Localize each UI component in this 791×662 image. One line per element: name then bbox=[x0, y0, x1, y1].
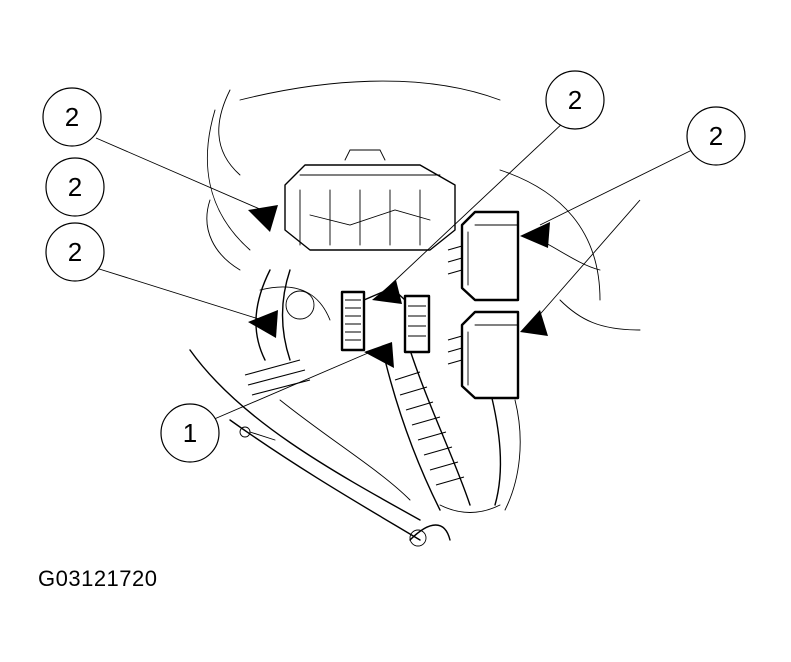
callout-2-top-center: 2 bbox=[545, 70, 605, 130]
callout-label: 1 bbox=[183, 418, 197, 448]
callout-label: 2 bbox=[68, 237, 82, 267]
pointer-arrows bbox=[248, 205, 550, 368]
callout-2-lower-left: 2 bbox=[45, 222, 105, 282]
callout-1-bottom: 1 bbox=[160, 403, 220, 463]
arrow-center-upper bbox=[372, 280, 402, 304]
leader-lines bbox=[95, 120, 693, 421]
callout-label: 2 bbox=[68, 172, 82, 202]
callout-label: 2 bbox=[568, 85, 582, 115]
arrow-lower-left bbox=[248, 310, 278, 338]
arrow-right-lower bbox=[520, 310, 548, 336]
callout-label: 2 bbox=[65, 102, 79, 132]
callout-2-mid-left: 2 bbox=[45, 157, 105, 217]
component-sketch bbox=[189, 80, 641, 547]
arrow-right-upper bbox=[520, 222, 550, 248]
callout-2-top-right: 2 bbox=[686, 106, 746, 166]
figure-code-label: G03121720 bbox=[38, 566, 158, 591]
callout-label: 2 bbox=[709, 121, 723, 151]
arrow-upper-left bbox=[248, 205, 278, 232]
callout-2-top-left: 2 bbox=[42, 87, 102, 147]
arrow-center-lower bbox=[364, 342, 394, 368]
